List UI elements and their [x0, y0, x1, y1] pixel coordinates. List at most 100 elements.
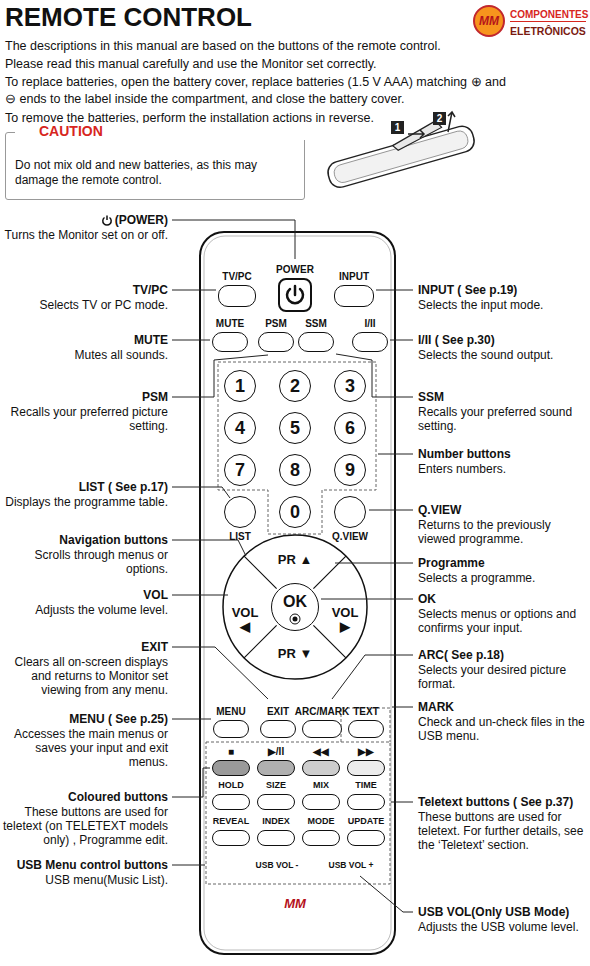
- number-button: 1: [224, 370, 256, 402]
- button-label: SSM: [305, 317, 327, 330]
- button-shape: [212, 332, 248, 352]
- button-shape: [212, 830, 250, 846]
- button-shape: [260, 720, 296, 738]
- button-label: ◀◀: [313, 745, 329, 758]
- button-label: ▶/II: [268, 745, 284, 758]
- button-label: SIZE: [266, 779, 286, 792]
- callout-heading: OK: [418, 592, 586, 606]
- callout-heading: MENU ( See p.25): [3, 712, 168, 726]
- button-label: PR ▲: [265, 552, 325, 568]
- button-shape: [302, 720, 342, 738]
- button-label: 5: [279, 412, 311, 444]
- button-label: 0: [279, 496, 311, 528]
- intro-text: The descriptions in this manual are base…: [5, 38, 585, 55]
- number-button: 4: [224, 412, 256, 444]
- button-label: OK: [271, 583, 319, 631]
- dashed-group: [218, 362, 376, 534]
- button-label: VOL ◀: [231, 605, 259, 635]
- callout-heading: Programme: [418, 556, 586, 570]
- number-button: Q.VIEW: [334, 496, 366, 528]
- ok-button: OK: [271, 583, 319, 631]
- button-shape: [352, 332, 388, 352]
- button-shape: [302, 760, 340, 776]
- arrow: [448, 112, 455, 132]
- button-label: 8: [279, 454, 311, 486]
- button-label: EXIT: [267, 705, 289, 718]
- button-label: LIST: [229, 530, 251, 543]
- callout-description: Selects the sound output.: [418, 348, 586, 362]
- button-label: ■: [228, 745, 234, 758]
- callout-description: Check and un-check files in the USB menu…: [418, 715, 586, 743]
- button-label: HOLD: [218, 779, 244, 792]
- colour-button: ◀◀: [302, 760, 340, 776]
- callout-description: These buttons are used for teletext. For…: [418, 810, 586, 852]
- dashed-group: [206, 742, 390, 884]
- button-label: TIME: [355, 779, 377, 792]
- callout-description: Displays the programme table.: [3, 495, 168, 509]
- callout-description: Accesses the main menus or saves your in…: [3, 727, 168, 769]
- callout-description: Recalls your preferred sound setting.: [418, 405, 586, 433]
- button-shape: [347, 760, 385, 776]
- button-label: MENU: [216, 705, 245, 718]
- button-label: POWER: [276, 263, 314, 276]
- page-title: REMOTE CONTROL: [5, 2, 252, 32]
- button-label: Q.VIEW: [332, 530, 368, 543]
- caution-text: Do not mix old and new batteries, as thi…: [15, 158, 295, 188]
- callout-description: Clears all on-screen displays and return…: [3, 655, 168, 697]
- callout-description: These buttons are used for teletext (on …: [3, 805, 168, 847]
- callout-heading: TV/PC: [3, 283, 168, 297]
- remote-button: TV/PC: [218, 285, 256, 307]
- logo-text: COMPONENTES: [510, 9, 586, 22]
- button-shape: [257, 794, 295, 810]
- button-shape: [334, 496, 366, 528]
- callout-heading: PSM: [3, 390, 168, 404]
- power-icon: [280, 280, 310, 310]
- callout-description: USB menu(Music List).: [3, 873, 168, 887]
- button-shape: [258, 332, 294, 352]
- intro-text: To replace batteries, open the battery c…: [5, 74, 520, 108]
- navigation-button: VOL ◀: [231, 605, 259, 635]
- button-shape: [302, 830, 340, 846]
- button-label: PSM: [265, 317, 287, 330]
- callout-heading: ARC( See p.18): [418, 648, 586, 662]
- remote-button: SIZE: [257, 794, 295, 810]
- number-button: 5: [279, 412, 311, 444]
- callout-heading: Number buttons: [418, 447, 586, 461]
- remote-button: HOLD: [212, 794, 250, 810]
- callout-heading: Teletext buttons ( See p.37): [418, 795, 586, 809]
- callout-description: Selects menus or options and confirms yo…: [418, 607, 586, 635]
- callout-description: Selects TV or PC mode.: [3, 298, 168, 312]
- number-button: 0: [279, 496, 311, 528]
- number-button: 6: [334, 412, 366, 444]
- button-label: TV/PC: [222, 270, 251, 283]
- callout-number: 1: [391, 121, 404, 134]
- button-shape: [257, 760, 295, 776]
- button-label: 1: [224, 370, 256, 402]
- button-shape: [348, 720, 384, 738]
- remote-button: SSM: [298, 332, 334, 352]
- remote-button: INPUT: [334, 285, 374, 307]
- remote-button: MUTE: [212, 332, 248, 352]
- number-button: 9: [334, 454, 366, 486]
- remote-button: PSM: [258, 332, 294, 352]
- button-shape: [212, 760, 250, 776]
- callout-heading: USB Menu control buttons: [3, 858, 168, 872]
- power-button: POWER: [278, 278, 312, 312]
- intro-text: Please read this manual carefully and us…: [5, 56, 585, 73]
- navigation-button: VOL ▶: [331, 605, 359, 635]
- button-shape: [347, 794, 385, 810]
- callout-heading: (POWER): [3, 213, 168, 227]
- remote-button: I/II: [352, 332, 388, 352]
- navigation-ring: [223, 535, 367, 679]
- callout-heading: MUTE: [3, 333, 168, 347]
- number-button: 2: [279, 370, 311, 402]
- button-label: ▶▶: [358, 745, 374, 758]
- callout-heading: EXIT: [3, 640, 168, 654]
- ok-dot: [288, 612, 302, 626]
- button-label: TEXT: [353, 705, 379, 718]
- callout-description: Adjusts the USB volume level.: [418, 920, 586, 934]
- button-shape: [347, 830, 385, 846]
- logo-text: ELETRÔNICOS: [510, 25, 586, 37]
- remote-button: MODE: [302, 830, 340, 846]
- remote-button: MIX: [302, 794, 340, 810]
